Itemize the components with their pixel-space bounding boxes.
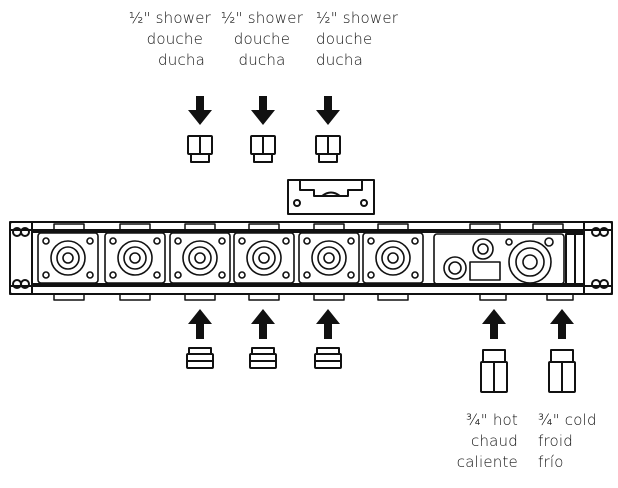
valves — [37, 232, 424, 284]
inlet-hot-size: ¾" hot — [466, 411, 518, 429]
outlet-fitting — [315, 135, 341, 163]
inlet-hot-fr: chaud — [471, 432, 518, 450]
bottom-ports — [53, 293, 574, 301]
down-arrow-icon — [188, 96, 212, 125]
manifold-body — [9, 221, 613, 295]
up-arrow-icon — [251, 309, 275, 339]
outlet-label-1: ½" shower douche ducha — [96, 8, 211, 71]
mixing-valve-block — [433, 233, 565, 285]
outlet-label-3: ½" shower douche ducha — [316, 8, 431, 71]
down-arrow-icon — [251, 96, 275, 125]
small-fitting — [314, 347, 342, 369]
mounting-bracket — [287, 179, 375, 215]
up-arrow-icon — [550, 309, 574, 339]
valve-cartridge — [169, 232, 231, 284]
valve-cartridge — [37, 232, 99, 284]
valve-cartridge — [298, 232, 360, 284]
inlet-label-hot: ¾" hot chaud caliente — [440, 410, 518, 473]
outlet-1-es: ducha — [158, 51, 205, 69]
up-arrow-icon — [482, 309, 506, 339]
outlet-1-fr: douche — [146, 30, 203, 48]
valve-top-tabs — [53, 223, 564, 233]
valve-cartridge — [362, 232, 424, 284]
up-arrow-icon — [188, 309, 212, 339]
down-arrow-icon — [316, 96, 340, 125]
outlet-2-es: ducha — [238, 51, 286, 69]
cold-inlet-fitting — [548, 349, 576, 393]
outlet-fittings — [187, 135, 341, 163]
valve-cartridge — [104, 232, 166, 284]
up-arrow-icon — [316, 309, 340, 339]
inlet-arrows — [188, 309, 574, 339]
hot-inlet-fitting — [480, 349, 508, 393]
outlet-fitting — [187, 135, 213, 163]
outlet-3-es: ducha — [316, 51, 363, 69]
inlet-hot-es: caliente — [456, 453, 518, 471]
valve-cartridge — [233, 232, 295, 284]
outlet-2-fr: douche — [233, 30, 291, 48]
outlet-arrows — [188, 96, 340, 125]
outlet-fitting — [250, 135, 276, 163]
outlet-label-2: ½" shower douche ducha — [206, 8, 318, 71]
inlet-cold-fr: froid — [538, 432, 573, 450]
small-fitting — [186, 347, 214, 369]
outlet-3-fr: douche — [316, 30, 373, 48]
outlet-1-size: ½" shower — [128, 9, 211, 27]
large-inlet-fittings — [480, 349, 576, 393]
small-fitting — [249, 347, 277, 369]
inlet-cold-es: frío — [538, 453, 564, 471]
inlet-label-cold: ¾" cold froid frío — [538, 410, 618, 473]
outlet-3-size: ½" shower — [316, 9, 399, 27]
inlet-cold-size: ¾" cold — [538, 411, 597, 429]
small-inlet-fittings — [186, 347, 342, 369]
outlet-2-size: ½" shower — [220, 9, 304, 27]
